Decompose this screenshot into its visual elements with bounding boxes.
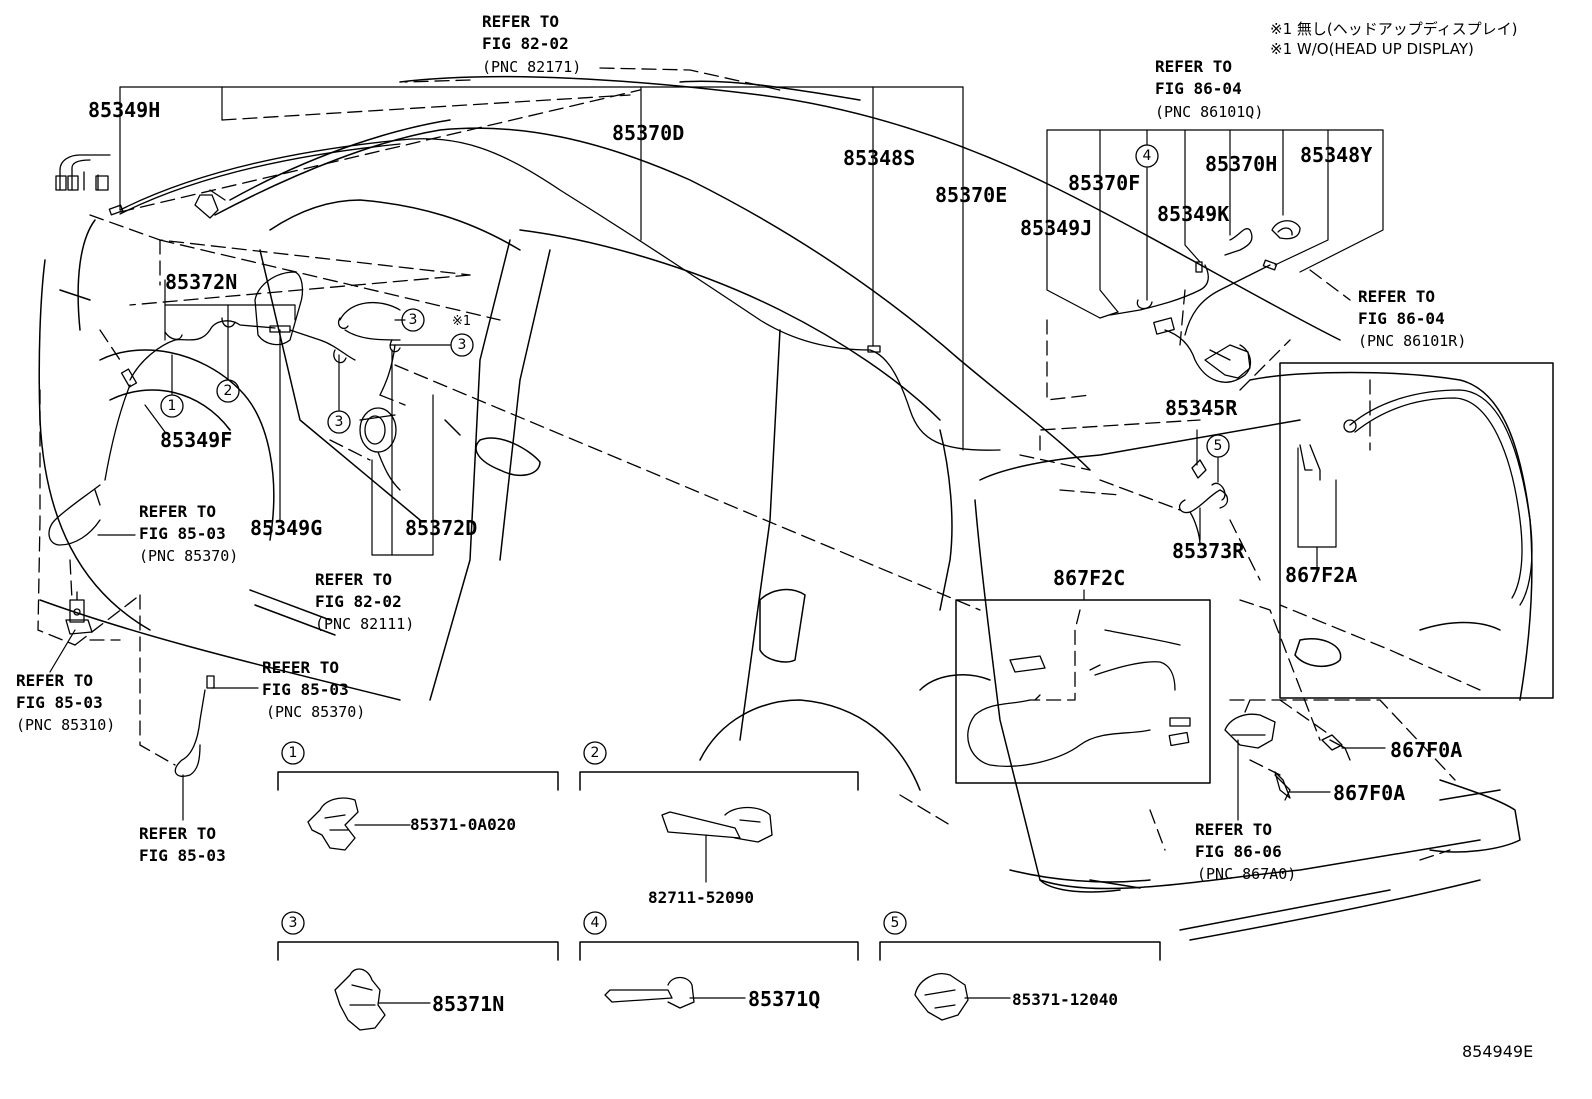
part-85370E: 85370E (935, 183, 1008, 207)
dashed-lines (37, 67, 1481, 861)
callout-1 (160, 394, 184, 418)
callout-3a (401, 308, 425, 332)
part-867F0A-2: 867F0A (1333, 781, 1406, 805)
detail-box-4 (579, 941, 859, 961)
detail-box-2 (579, 771, 859, 791)
part-85348S: 85348S (843, 146, 916, 170)
part-85372D: 85372D (405, 516, 478, 540)
frame-867F2A (1279, 362, 1554, 699)
detail-part-2: 82711-52090 (648, 888, 754, 907)
callout-num-4: 4 (1142, 148, 1152, 164)
part-867F2C: 867F2C (1053, 566, 1126, 590)
part-85370D: 85370D (612, 121, 685, 145)
part-867F0A-1: 867F0A (1390, 738, 1463, 762)
detail-callout-1 (281, 741, 305, 765)
detail-box-1 (277, 771, 559, 791)
vehicle-body-outline (38, 75, 1533, 941)
detail-callout-5 (883, 911, 907, 935)
callout-2 (216, 379, 240, 403)
group-frames (277, 362, 1554, 961)
note-marker: ※1 (452, 314, 472, 329)
callout-num-2: 2 (223, 383, 233, 399)
callout-num-3a: 3 (408, 312, 418, 328)
figure-id: 854949E (1462, 1042, 1534, 1061)
callout-num-1: 1 (167, 398, 177, 414)
detail-num-5: 5 (890, 915, 900, 931)
leader-lines (49, 86, 1386, 1004)
callout-num-5: 5 (1213, 438, 1223, 454)
detail-callout-2 (583, 741, 607, 765)
part-85373R: 85373R (1172, 539, 1245, 563)
detail-num-1: 1 (288, 745, 298, 761)
detail-num-4: 4 (590, 915, 600, 931)
washer-hose-lines (48, 138, 1533, 801)
components (65, 189, 1357, 799)
callout-num-3b: 3 (457, 337, 467, 353)
callout-circles (160, 144, 1230, 935)
callout-3b (450, 333, 474, 357)
part-85349J: 85349J (1020, 216, 1093, 240)
callout-4 (1135, 144, 1159, 168)
detail-callout-3 (281, 911, 305, 935)
part-85349G: 85349G (250, 516, 323, 540)
callout-3c (327, 410, 351, 434)
frame-867F2C (955, 599, 1211, 784)
detail-callout-4 (583, 911, 607, 935)
detail-num-3: 3 (288, 915, 298, 931)
detail-part-3: 85371N (432, 992, 505, 1016)
part-85370H: 85370H (1205, 152, 1278, 176)
detail-num-2: 2 (590, 745, 600, 761)
part-867F2A: 867F2A (1285, 563, 1358, 587)
part-85349K: 85349K (1157, 202, 1230, 226)
callout-5 (1206, 434, 1230, 458)
detail-part-1: 85371-0A020 (410, 815, 516, 834)
callout-num-3c: 3 (334, 414, 344, 430)
part-85345R: 85345R (1165, 396, 1238, 420)
detail-clips (307, 797, 969, 1031)
note-en: ※1 W/O(HEAD UP DISPLAY) (1270, 40, 1474, 58)
part-85349F: 85349F (160, 428, 233, 452)
part-85370F: 85370F (1068, 171, 1141, 195)
detail-box-5 (879, 941, 1161, 961)
part-85372N: 85372N (165, 270, 238, 294)
part-85349H: 85349H (88, 98, 161, 122)
detail-part-5: 85371-12040 (1012, 990, 1118, 1009)
note-jp: ※1 無し(ヘッドアップディスプレイ) (1270, 20, 1518, 38)
detail-box-3 (277, 941, 559, 961)
part-85348Y: 85348Y (1300, 143, 1373, 167)
detail-part-4: 85371Q (748, 987, 821, 1011)
